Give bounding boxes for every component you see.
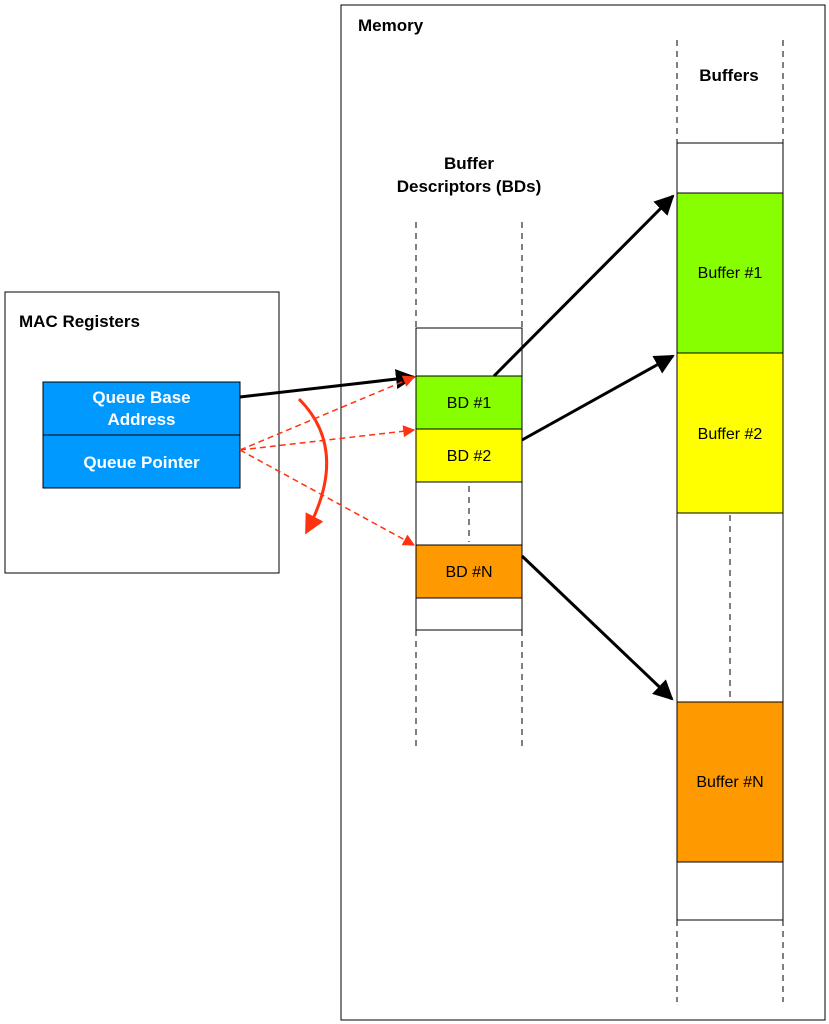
descriptors-title-line2: Descriptors (BDs) [397, 177, 542, 196]
bd-1-label: BD #1 [447, 395, 492, 412]
queue-pointer-to-bd-1-arrow [239, 375, 416, 451]
buffer-n-cell [676, 701, 784, 863]
buffers-column: Buffers Buffer #1 Buffer #2 Buffer #N [676, 40, 784, 1002]
queue-base-address-register [42, 381, 241, 436]
mac-registers-title: MAC Registers [19, 312, 140, 331]
bd-2-to-buffer-2-arrow [521, 354, 675, 442]
bd-n-label: BD #N [445, 564, 492, 581]
buffer-n-label: Buffer #N [696, 774, 763, 791]
queue-pointer-register [42, 434, 241, 489]
queue-base-address-label-line1: Queue Base [92, 388, 190, 407]
memory-title: Memory [358, 16, 424, 35]
buffers-title: Buffers [699, 66, 759, 85]
descriptors-title-line1: Buffer [444, 154, 494, 173]
bd-n-to-buffer-n-arrow [520, 554, 674, 701]
pointer-advance-curved-arrow [297, 397, 329, 535]
queue-pointer-label: Queue Pointer [83, 453, 200, 472]
base-address-to-bd-1-arrow [239, 369, 416, 399]
queue-pointer-to-bd-2-arrow [239, 425, 416, 451]
descriptor-links [239, 194, 675, 701]
bd-2-label: BD #2 [447, 448, 492, 465]
bd-1-to-buffer-1-arrow [492, 194, 675, 378]
buffer-1-label: Buffer #1 [698, 265, 763, 282]
bd-1-cell [415, 375, 523, 430]
queue-registers: Queue Base Address Queue Pointer [42, 381, 241, 489]
buffer-2-cell [676, 352, 784, 514]
buffer-descriptors-column: Buffer Descriptors (BDs) BD #1 BD #2 BD … [397, 154, 542, 750]
bd-2-cell [415, 428, 523, 483]
buffer-1-cell [676, 192, 784, 354]
bd-n-cell [415, 544, 523, 599]
queue-base-address-label-line2: Address [107, 410, 175, 429]
queue-pointer-links [239, 375, 416, 546]
buffer-2-label: Buffer #2 [698, 426, 763, 443]
queue-pointer-to-bd-n-arrow [239, 449, 416, 546]
